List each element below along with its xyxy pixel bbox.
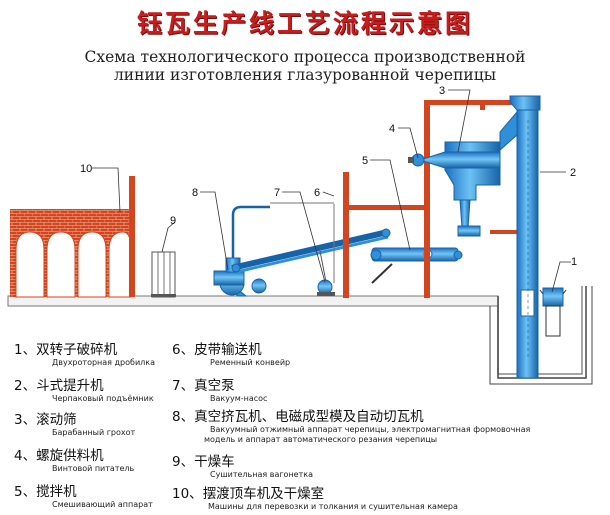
legend-item-2: 2、斗式提升机 Черпаковый подъёмник [14,374,154,404]
legend-num: 1、 [14,342,37,358]
callout-leaders [92,89,571,293]
diagram-title-ru-line1: Схема технологического процесса производ… [84,48,526,66]
callout-6: 6 [314,187,320,199]
callout-numbers: 1 2 3 4 5 6 7 8 9 10 [80,85,577,268]
double-rotor-crusher [539,287,567,337]
screw-feeder [408,151,501,169]
belt-conveyor [231,228,393,293]
legend-num: 6、 [172,342,195,358]
diagram-title-ru-line2: линии изготовления глазурованной черепиц… [113,66,497,84]
legend-cn: 搅拌机 [36,484,77,500]
legend-ru: Сушительная вагонетка [210,470,313,479]
callout-9: 9 [170,215,176,227]
diagram-title-cn: 钰瓦生产线工艺流程示意图 [136,9,473,38]
legend-cn: 真空挤瓦机、电磁成型模及自动切瓦机 [194,409,424,425]
floor-structure [7,286,593,385]
legend-cn: 摆渡顶车机及干燥室 [202,486,325,502]
legend-num: 2、 [14,378,37,394]
legend-cn: 螺旋供料机 [36,448,104,464]
legend-num: 9、 [172,454,195,470]
legend-ru-line2: модель и аппарат автоматического резания… [204,435,438,444]
callout-10: 10 [80,163,92,175]
legend-ru: Ременный конвейр [210,358,291,367]
legend-cn: 双转子破碎机 [36,342,118,358]
vacuum-pump [317,204,335,296]
bucket-elevator [499,95,541,379]
legend-num: 4、 [14,448,37,464]
callout-8: 8 [192,187,198,199]
legend-cn: 真空泵 [194,378,235,394]
legend-cn: 斗式提升机 [36,378,104,394]
legend-ru-line1: Вакуумный отжимный аппарат черепицы, эле… [210,425,531,434]
legend-ru: Двухроторная дробилка [52,358,156,367]
callout-2: 2 [570,167,576,179]
legend-item-4: 4、螺旋供料机 Винтовой питатель [14,444,134,474]
legend-item-9: 9、干燥车 Сушительная вагонетка [172,450,313,480]
legend-num: 3、 [14,412,37,428]
vacuum-extruder [213,202,334,297]
legend-item-10: 10、摆渡顶车机及干燥室 Машины для перевозки и толк… [172,482,458,512]
legend-num: 5、 [14,484,37,500]
legend-num: 10、 [172,486,203,502]
legend-cn: 滚动筛 [36,412,77,428]
legend-item-3: 3、滚动筛 Барабанный грохот [14,408,135,438]
legend-cn: 皮带输送机 [194,342,262,358]
legend-item-5: 5、搅拌机 Смешивающий аппарат [14,480,153,510]
legend-item-6: 6、皮带输送机 Ременный конвейр [172,338,290,368]
drying-chamber [10,176,135,298]
legend-num: 8、 [172,409,195,425]
legend-ru: Машины для перевозки и толкания и сушите… [208,502,458,511]
steel-frame [343,100,528,298]
legend-ru: Барабанный грохот [52,428,136,437]
legend-ru: Вакуум-насос [210,394,268,403]
legend-num: 7、 [172,378,195,394]
legend-item-8: 8、真空挤瓦机、电磁成型模及自动切瓦机 Вакуумный отжимный а… [172,405,530,445]
legend-ru: Черпаковый подъёмник [52,394,154,403]
callout-3: 3 [439,85,445,97]
drying-cart [151,251,176,298]
callout-1: 1 [571,256,577,268]
legend-ru: Винтовой питатель [52,464,135,473]
legend-cn: 干燥车 [194,454,235,470]
callout-5: 5 [362,155,368,167]
legend-ru: Смешивающий аппарат [52,500,153,509]
mixer [370,247,463,262]
callout-4: 4 [389,123,395,135]
legend-item-7: 7、真空泵 Вакуум-насос [172,374,267,404]
callout-7: 7 [274,187,280,199]
legend-item-1: 1、双转子破碎机 Двухроторная дробилка [14,338,155,368]
